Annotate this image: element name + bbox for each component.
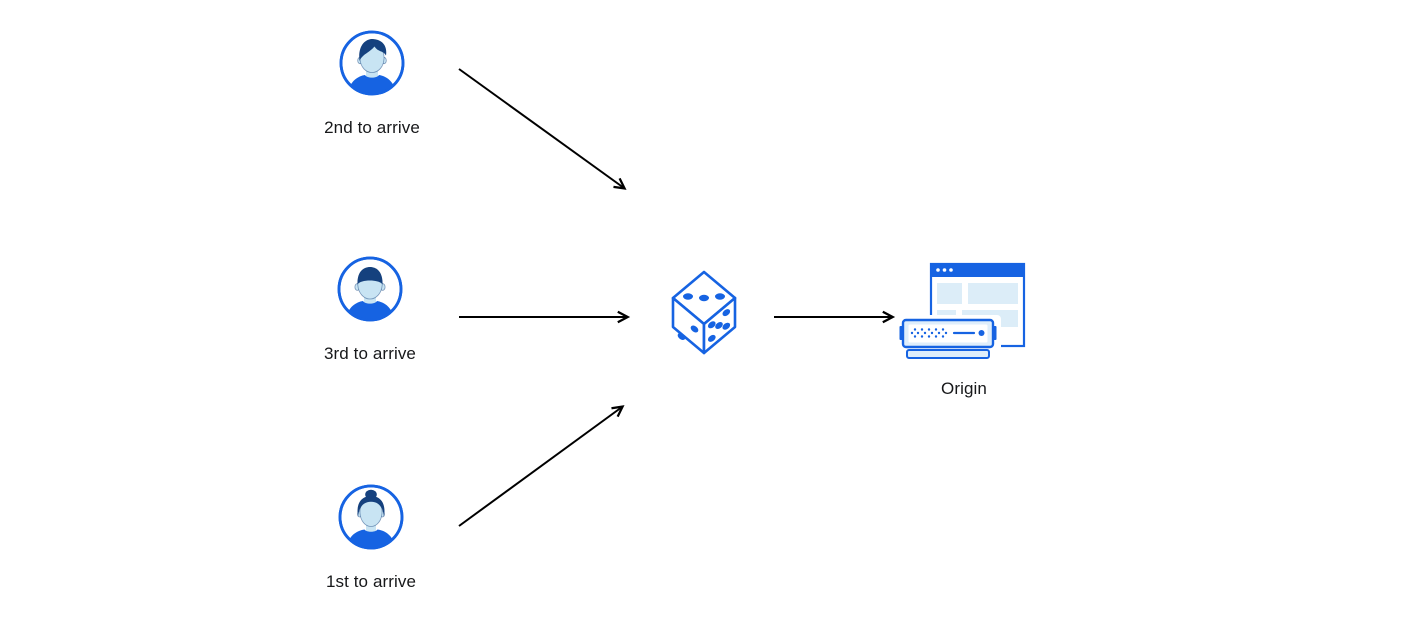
user-node-bottom: 1st to arrive bbox=[291, 484, 451, 592]
female-user-avatar-icon bbox=[338, 484, 404, 550]
user-label: 3rd to arrive bbox=[323, 344, 416, 363]
user-node-middle: 3rd to arrive bbox=[290, 256, 450, 364]
arrow-user-top-to-dice bbox=[458, 68, 627, 190]
male-user-avatar-icon bbox=[339, 30, 405, 96]
origin-node: Origin bbox=[899, 262, 1029, 399]
arrow-user-bottom-to-dice bbox=[458, 405, 625, 527]
dice-node bbox=[668, 268, 740, 358]
male-user-avatar-icon bbox=[337, 256, 403, 322]
user-label: 1st to arrive bbox=[325, 572, 417, 591]
origin-label: Origin bbox=[941, 379, 987, 398]
dice-icon bbox=[671, 270, 737, 355]
origin-server-browser-icon bbox=[899, 262, 1026, 360]
user-label: 2nd to arrive bbox=[324, 118, 420, 137]
user-node-top: 2nd to arrive bbox=[292, 30, 452, 138]
